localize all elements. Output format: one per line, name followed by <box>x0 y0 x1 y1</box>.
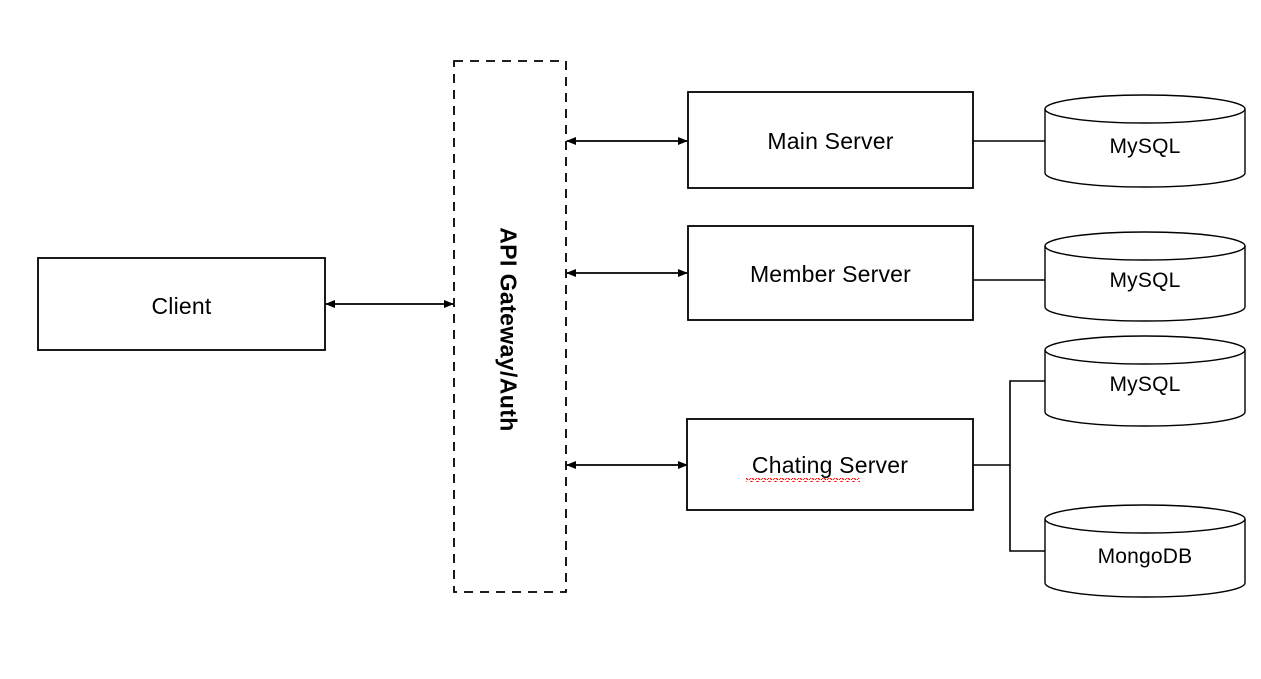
node-database-mysql-chat[interactable] <box>1044 335 1246 427</box>
node-database-mongodb[interactable] <box>1044 504 1246 598</box>
spellcheck-underline <box>746 478 860 482</box>
node-main-server[interactable] <box>687 91 974 189</box>
node-member-server[interactable] <box>687 225 974 321</box>
edge-chating-server-to-databases <box>973 380 1047 552</box>
node-chating-server[interactable] <box>686 418 974 511</box>
node-database-mysql-main[interactable] <box>1044 94 1246 188</box>
node-api-gateway[interactable] <box>453 60 567 593</box>
node-database-mysql-member[interactable] <box>1044 231 1246 322</box>
node-client[interactable] <box>37 257 326 351</box>
